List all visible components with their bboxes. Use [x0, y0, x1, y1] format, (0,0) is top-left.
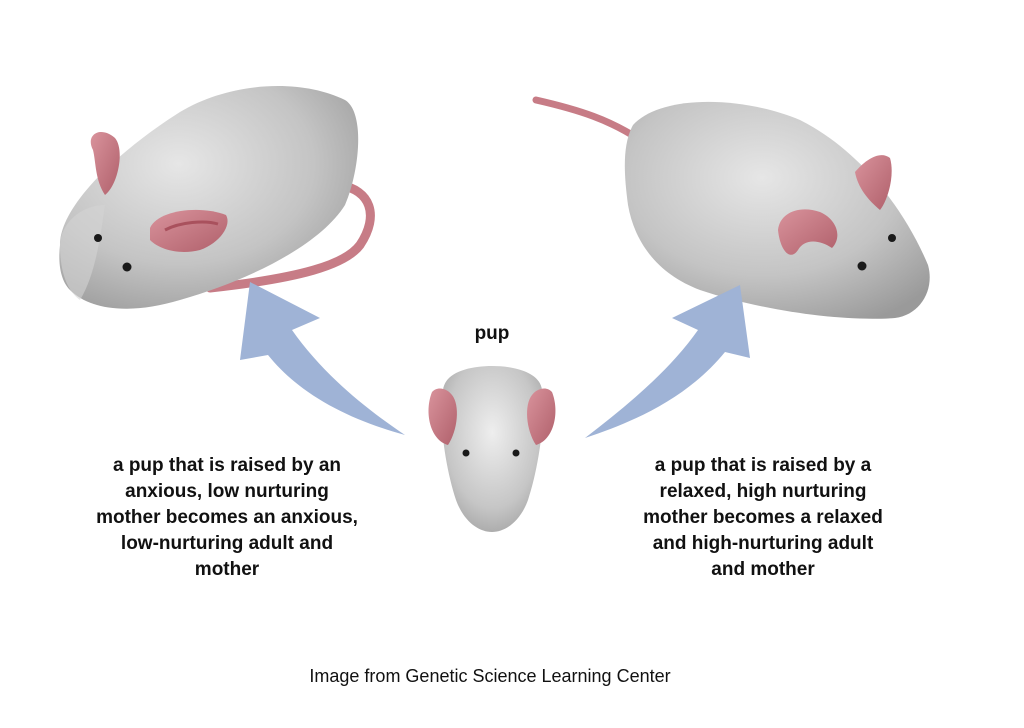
right-mouse-icon [532, 96, 930, 319]
pup-icon [428, 366, 556, 532]
left-mouse-icon [59, 86, 375, 309]
image-source-credit: Image from Genetic Science Learning Cent… [309, 666, 671, 686]
left-caption: a pup that is raised by an anxious, low … [96, 455, 358, 580]
right-arrow-icon [585, 285, 750, 438]
right-caption: a pup that is raised by a relaxed, high … [643, 455, 883, 580]
pup-label: pup [474, 323, 510, 344]
left-arrow-icon [240, 282, 405, 435]
